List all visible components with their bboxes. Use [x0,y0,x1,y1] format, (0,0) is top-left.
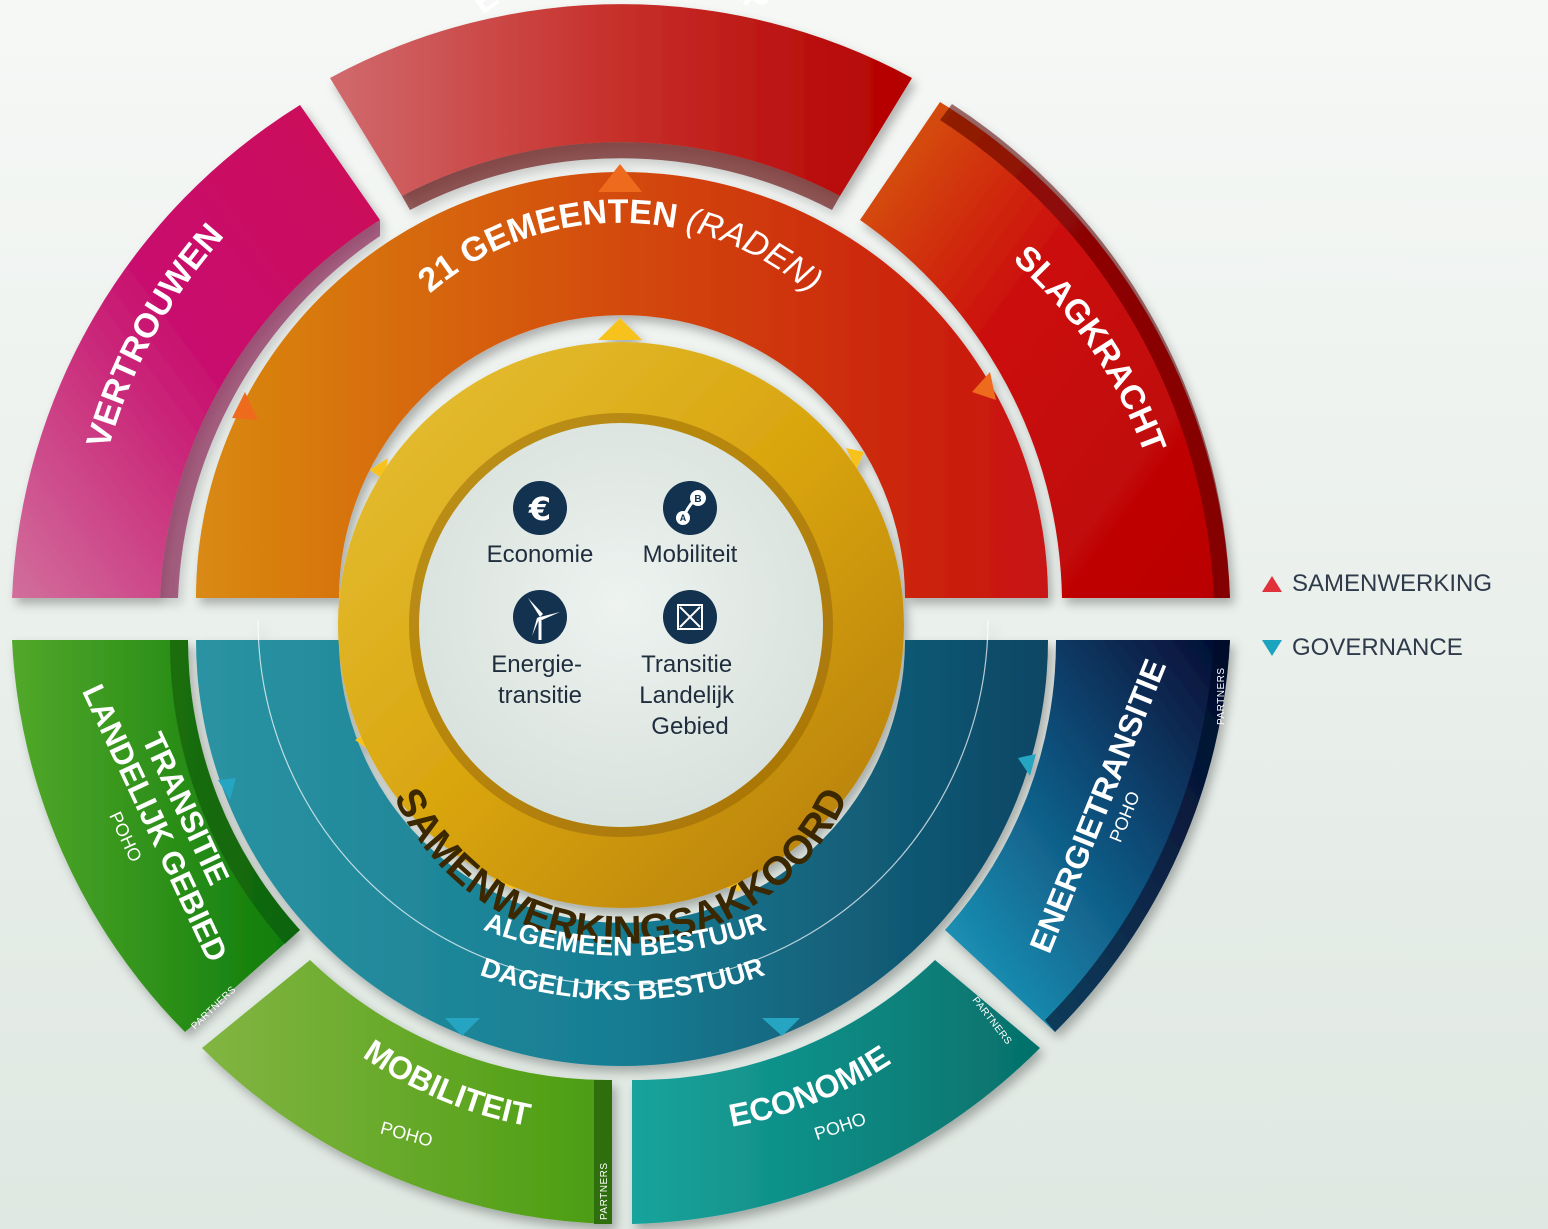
eigenaarschap-segment[interactable] [330,4,912,196]
legend-samenwerking: SAMENWERKING [1262,570,1492,598]
center-disc [419,423,823,827]
topic-transitie-landelijk-gebied[interactable]: Transitie Landelijk Gebied [639,590,740,740]
samenwerking-marker [232,392,258,420]
legend-label: SAMENWERKING [1292,570,1493,597]
governance-marker [445,1018,480,1036]
route-ab-icon [663,481,717,535]
transitie-segment[interactable] [12,640,300,1032]
topic-energietransitie[interactable]: Energie- transitie [491,590,588,709]
governance-marker [762,1018,800,1036]
partners-label: PARTNERS [1216,667,1227,725]
triangle-up-icon [1262,576,1282,592]
governance-marker [218,778,236,800]
topic-economie[interactable]: € Economie [487,481,594,568]
svg-text:€: € [528,490,551,528]
mobiliteit-segment[interactable] [202,960,612,1224]
partners-label: PARTNERS [599,1162,610,1220]
svg-text:B: B [694,494,701,505]
svg-text:A: A [680,513,687,523]
economie-segment[interactable] [632,960,1040,1224]
vertrouwen-segment[interactable] [12,105,380,598]
samenwerking-marker [598,164,642,192]
legend-label: GOVERNANCE [1292,634,1463,661]
topic-label: Mobiliteit [643,541,738,568]
topic-label: Transitie Landelijk Gebied [639,651,740,740]
topic-mobiliteit[interactable]: B A Mobiliteit [643,481,738,568]
euro-icon [513,481,567,535]
governance-ring[interactable] [196,640,1048,1066]
legend-governance: GOVERNANCE [1262,634,1463,662]
energietransitie-segment[interactable] [945,640,1230,1032]
triangle-down-icon [1262,640,1282,656]
governance-marker [1018,754,1036,776]
topic-label: Economie [487,541,594,568]
gemeenten-ring[interactable] [196,172,1048,598]
samenwerking-marker [972,372,996,400]
topic-label: Energie- transitie [491,651,588,709]
slagkracht-segment[interactable] [860,102,1230,598]
